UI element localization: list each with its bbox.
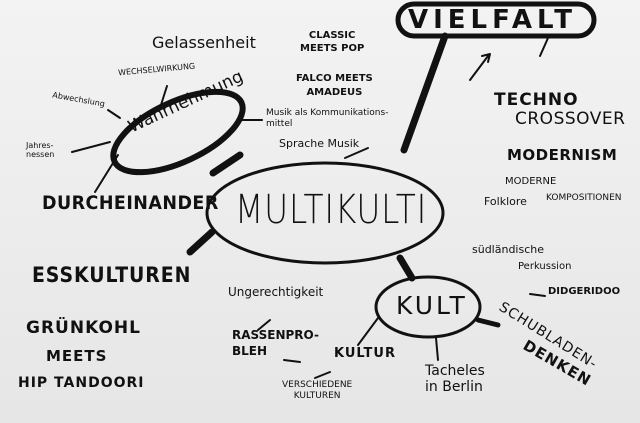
connector-center-vielfalt: [400, 32, 449, 154]
vielfalt-label: VIELFALT: [408, 5, 578, 35]
falco-amadeus-label: FALCO MEETS AMADEUS: [296, 73, 373, 98]
vielfalt-box: [395, 1, 597, 39]
folklore-label: Folklore: [484, 195, 527, 208]
perkussion-label: Perkussion: [518, 261, 572, 272]
connector-vielfalt-down: [539, 37, 549, 57]
moderne-label: MODERNE: [505, 176, 557, 187]
kompositionen-label: KOMPOSITIONEN: [546, 193, 622, 203]
kult-ellipse: [374, 275, 482, 339]
connector-center-esskulturen: [186, 228, 216, 256]
connector-center-wahrnehmung: [209, 151, 244, 177]
arrow-vielfalt: [469, 53, 491, 81]
connector-schubladen: [475, 317, 501, 328]
esskulturen-label: ESSKULTUREN: [32, 263, 192, 287]
suedlaendische-label: südländische: [472, 243, 545, 256]
modernism-label: MODERNISM: [507, 146, 618, 164]
connector-jahresnessen: [71, 141, 111, 153]
classic-pop-label: CLASSIC MEETS POP: [300, 30, 365, 54]
connector-didgeridoo: [529, 293, 546, 297]
gelassenheit-label: Gelassenheit: [152, 33, 256, 52]
connector-tacheles: [435, 337, 439, 361]
kult-label: KULT: [396, 291, 468, 320]
center-ellipse: [205, 161, 445, 265]
connector-ungerechtigkeit: [257, 319, 271, 331]
meets-label: MEETS: [46, 347, 108, 365]
rassenprobleh-label: RASSENPRO- BLEH: [232, 328, 319, 358]
gruenkohl-label: GRÜNKOHL: [26, 318, 141, 338]
connector-verschiedene: [314, 371, 331, 379]
center-label: MULTIKULTI: [235, 187, 428, 233]
connector-abwechslung: [107, 109, 121, 119]
didgeridoo-label: DIDGERIDOO: [548, 286, 621, 297]
connector-durcheinander: [94, 154, 119, 193]
connector-wechselwirkung: [159, 85, 168, 109]
hip-tandoori-label: HIP TANDOORI: [18, 375, 145, 391]
durcheinander-label: DURCHEINANDER: [42, 192, 219, 214]
techno-label: TECHNO: [494, 90, 579, 110]
connector-center-kult: [396, 254, 416, 282]
ungerechtigkeit-label: Ungerechtigkeit: [228, 285, 324, 299]
verschiedene-label: VERSCHIEDENE KULTUREN: [282, 380, 353, 401]
jahresnessen-label: Jahres- nessen: [26, 141, 55, 159]
kultur-label: KULTUR: [334, 346, 396, 361]
musik-kommunikation-label: Musik als Kommunikations- mittel: [266, 108, 389, 129]
crossover-label: CROSSOVER: [515, 109, 626, 129]
tacheles-label: Tacheles in Berlin: [425, 363, 485, 396]
connector-sprache: [344, 147, 369, 159]
connector-kultur: [357, 317, 379, 346]
connector-rassen: [283, 359, 301, 363]
sprache-musik-label: Sprache Musik: [279, 137, 360, 150]
wahrnehmung-ellipse: [110, 88, 246, 176]
